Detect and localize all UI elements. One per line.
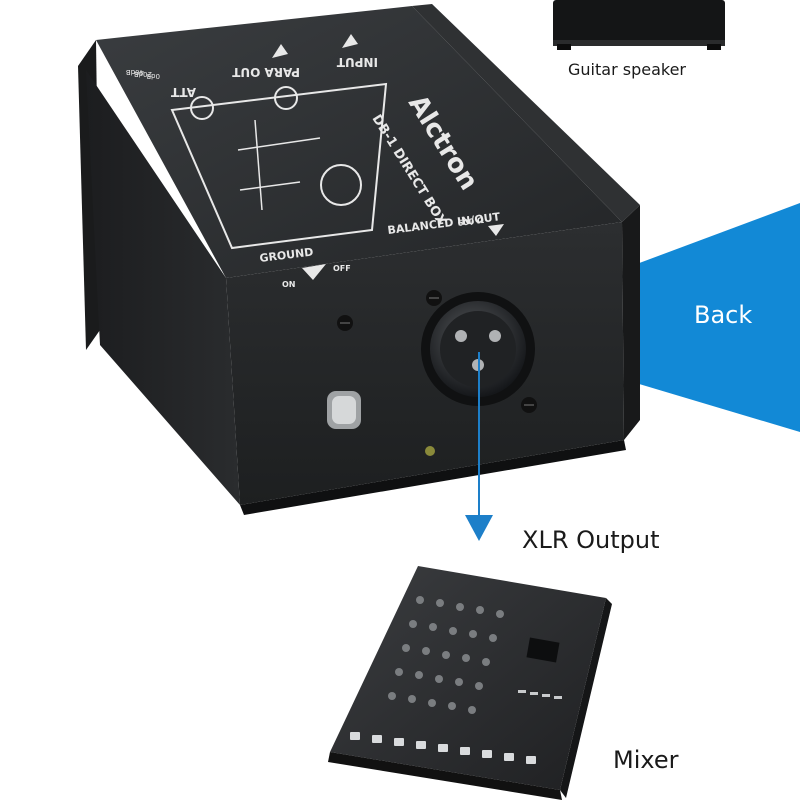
back-label: Back — [694, 301, 753, 329]
input-label: INPUT — [336, 55, 378, 69]
on-label: ON — [282, 280, 296, 289]
att-value-label: 40dB — [126, 68, 144, 76]
guitar-speaker-caption: Guitar speaker — [568, 60, 686, 79]
att-value-label: 20dB — [134, 70, 152, 78]
att-value-label: 0dB — [146, 72, 160, 80]
guitar-speaker-image — [553, 0, 725, 50]
screw-icon — [337, 290, 537, 456]
para-out-label: PARA OUT — [231, 65, 300, 79]
xlr-connector-icon — [421, 292, 535, 406]
mixer-caption: Mixer — [613, 746, 679, 774]
back-callout-beam — [626, 203, 800, 432]
ground-switch-icon — [327, 391, 361, 429]
para-out-arrow-icon — [272, 44, 288, 58]
input-arrow-icon — [342, 34, 358, 48]
off-label: OFF — [333, 264, 351, 273]
att-label: ATT — [170, 85, 196, 99]
xlr-output-caption: XLR Output — [522, 526, 660, 554]
signal-arrow — [465, 352, 493, 541]
balanced-arrow-icon — [488, 224, 504, 236]
ground-arrow-icon — [302, 264, 326, 280]
impedance-label: 600 Ω — [457, 216, 484, 228]
mixer-image — [328, 566, 612, 800]
direct-box-image: Alctron DB-1 DIRECT BOX ATT PARA OUT INP… — [78, 4, 640, 515]
